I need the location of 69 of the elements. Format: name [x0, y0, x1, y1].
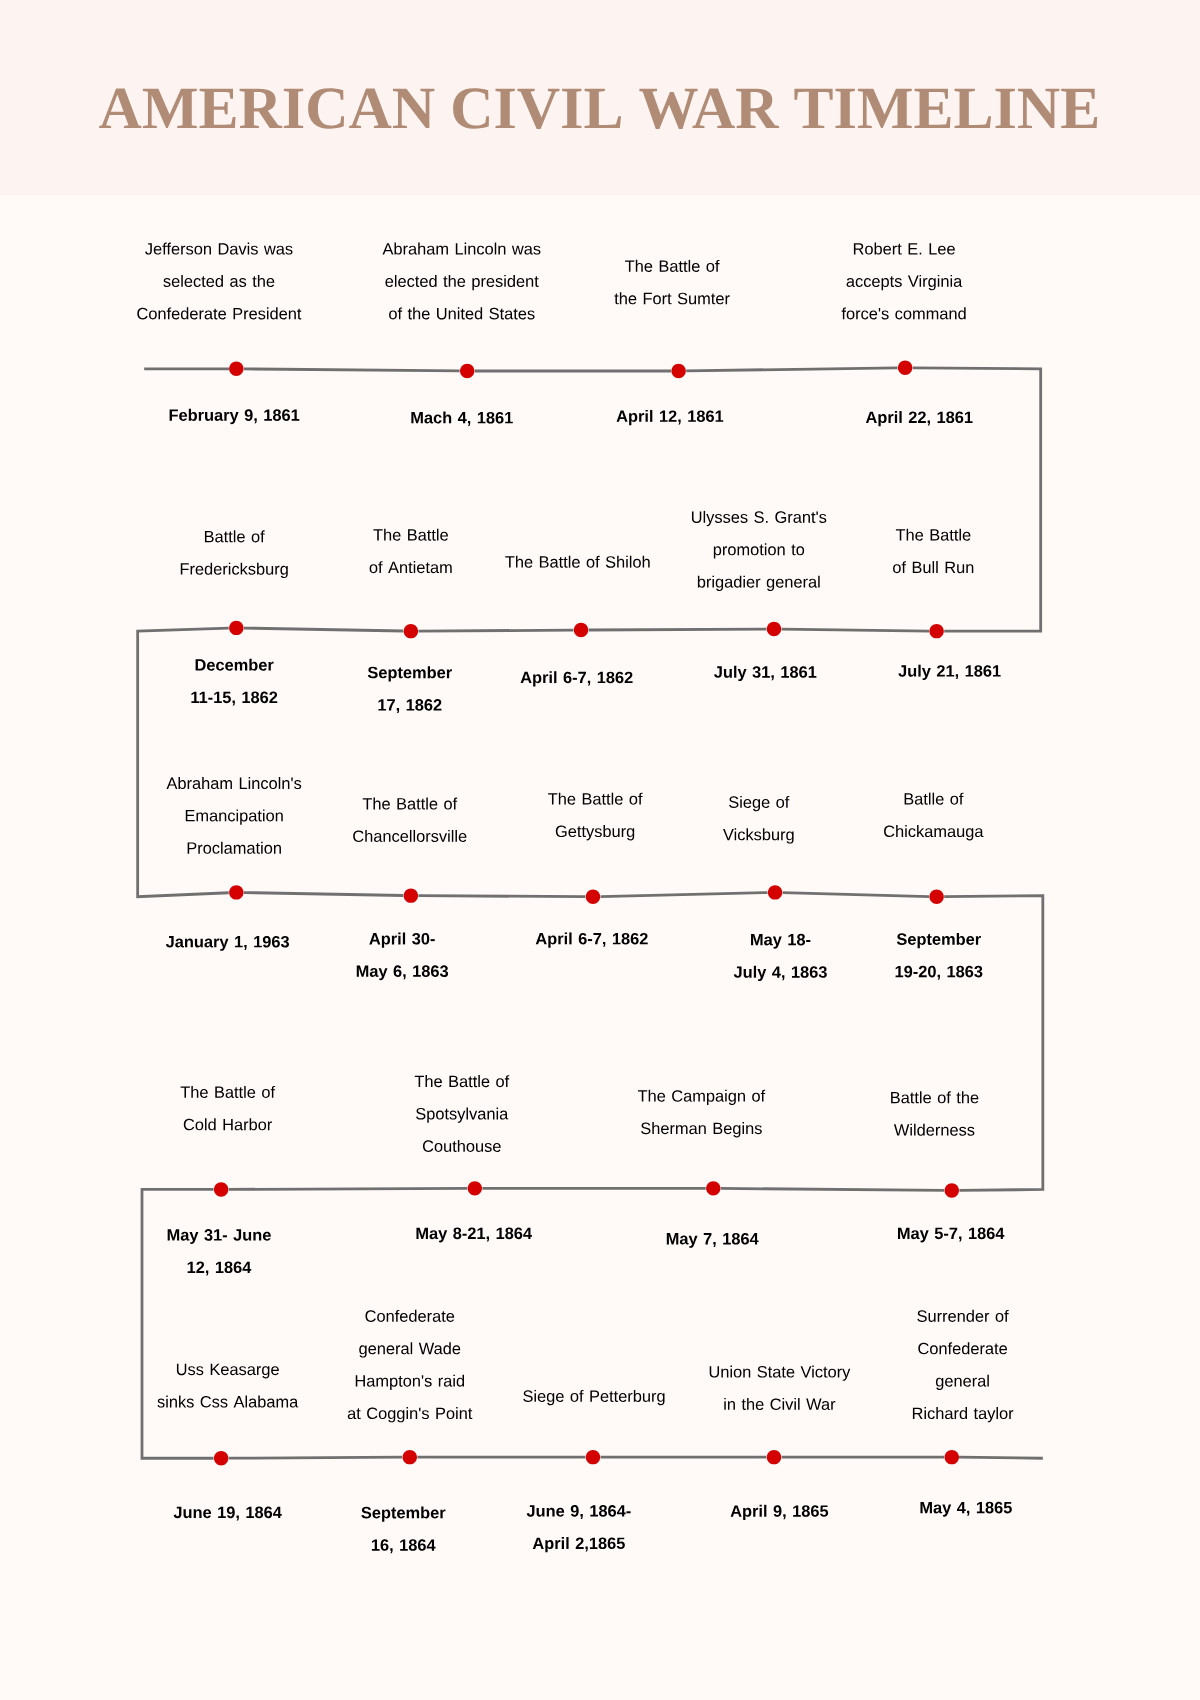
date-label: May 8-21, 1864: [416, 1227, 532, 1243]
date-label: May 5-7, 1864: [898, 1227, 1005, 1243]
event-text: The Battle of Antietam: [369, 528, 452, 574]
event-text: The Campaign of Sherman Begins: [637, 1089, 766, 1138]
event-text: Ulysses S. Grant's promotion to brigadier general: [691, 510, 827, 591]
event-text: Robert E. Lee accepts Virginia force's command: [841, 242, 966, 320]
date-label: September 16, 1864: [361, 1506, 446, 1554]
timeline-line: [243, 367, 460, 373]
event-text: The Battle of Chancellorsville: [353, 797, 467, 842]
event-text: Jefferson Davis was selected as the Confederate President: [137, 242, 302, 320]
timeline-line: [417, 1455, 586, 1459]
event-text: Batlle of Chickamauga: [884, 792, 984, 841]
event-text: The Battle of Cold Harbor: [180, 1085, 276, 1131]
timeline-line: [720, 1187, 945, 1192]
date-label: April 9, 1865: [730, 1504, 829, 1521]
date-label: January 1, 1963: [165, 935, 290, 951]
timeline-connector: [912, 366, 1043, 633]
date-label: July 31, 1861: [714, 665, 817, 682]
event-text: The Battle of Shiloh: [505, 555, 650, 568]
date-label: April 22, 1861: [865, 411, 973, 427]
timeline-line: [482, 1186, 706, 1190]
event-text: Abraham Lincoln's Emancipation Proclamation: [166, 777, 302, 854]
title: AMERICAN CIVIL WAR TIMELINE: [99, 88, 1098, 129]
event-text: The Battle of Gettysburg: [548, 792, 643, 841]
timeline-line: [243, 891, 404, 897]
timeline-line: [588, 627, 767, 632]
timeline-connector: [140, 1188, 214, 1460]
event-text: The Battle of Spotsylvania Couthouse: [414, 1075, 510, 1152]
timeline-line: [782, 891, 930, 898]
timeline-line: [781, 1455, 945, 1459]
date-label: April 30- May 6, 1863: [356, 932, 449, 981]
date-label: February 9, 1861: [169, 408, 300, 425]
event-text: Abraham Lincoln was elected the president of the United States: [382, 242, 541, 320]
date-label: May 4, 1865: [920, 1501, 1012, 1517]
date-label: April 6-7, 1862: [520, 671, 633, 687]
date-label: June 9, 1864- April 2,1865: [526, 1505, 631, 1553]
timeline-line: [600, 1455, 767, 1459]
event-text: Battle of Fredericksburg: [180, 530, 288, 579]
date-label: June 19, 1864: [173, 1506, 282, 1521]
timeline-line: [686, 366, 898, 373]
event-text: The Battle of the Fort Sumter: [614, 259, 730, 305]
event-text: Surrender of Confederate general Richard taylor: [912, 1309, 1014, 1423]
event-text: Siege of Vicksburg: [723, 795, 794, 844]
date-label: May 31- June 12, 1864: [167, 1229, 271, 1276]
event-text: Battle of the Wilderness: [891, 1091, 979, 1136]
event-text: Confederate general Wade Hampton's raid at Coggin's Point: [347, 1309, 473, 1423]
timeline-line: [600, 891, 768, 898]
timeline-line: [228, 1455, 403, 1460]
timeline-connector: [944, 894, 1045, 1192]
timeline-connector: [136, 626, 229, 899]
date-label: Mach 4, 1861: [411, 411, 513, 426]
date-label: April 12, 1861: [616, 409, 724, 426]
timeline-line: [781, 627, 929, 633]
date-label: December 11-15, 1862: [191, 658, 278, 706]
date-label: May 7, 1864: [666, 1232, 759, 1248]
timeline-line: [418, 894, 586, 899]
date-label: May 18- July 4, 1863: [733, 933, 827, 982]
date-label: September 19-20, 1863: [895, 932, 983, 980]
event-text: The Battle of Bull Run: [893, 528, 974, 574]
timeline-line: [228, 1186, 468, 1191]
timeline-line: [243, 626, 404, 633]
date-label: July 21, 1861: [898, 664, 1001, 680]
event-text: Union State Victory in the Civil War: [709, 1365, 851, 1410]
timeline-line: [474, 369, 671, 373]
timeline-line: [418, 628, 574, 633]
date-label: September 17, 1862: [367, 666, 452, 714]
event-text: Siege of Petterburg: [523, 1389, 665, 1406]
event-text: Uss Keasarge sinks Css Alabama: [157, 1363, 299, 1408]
date-label: April 6-7, 1862: [535, 932, 648, 948]
